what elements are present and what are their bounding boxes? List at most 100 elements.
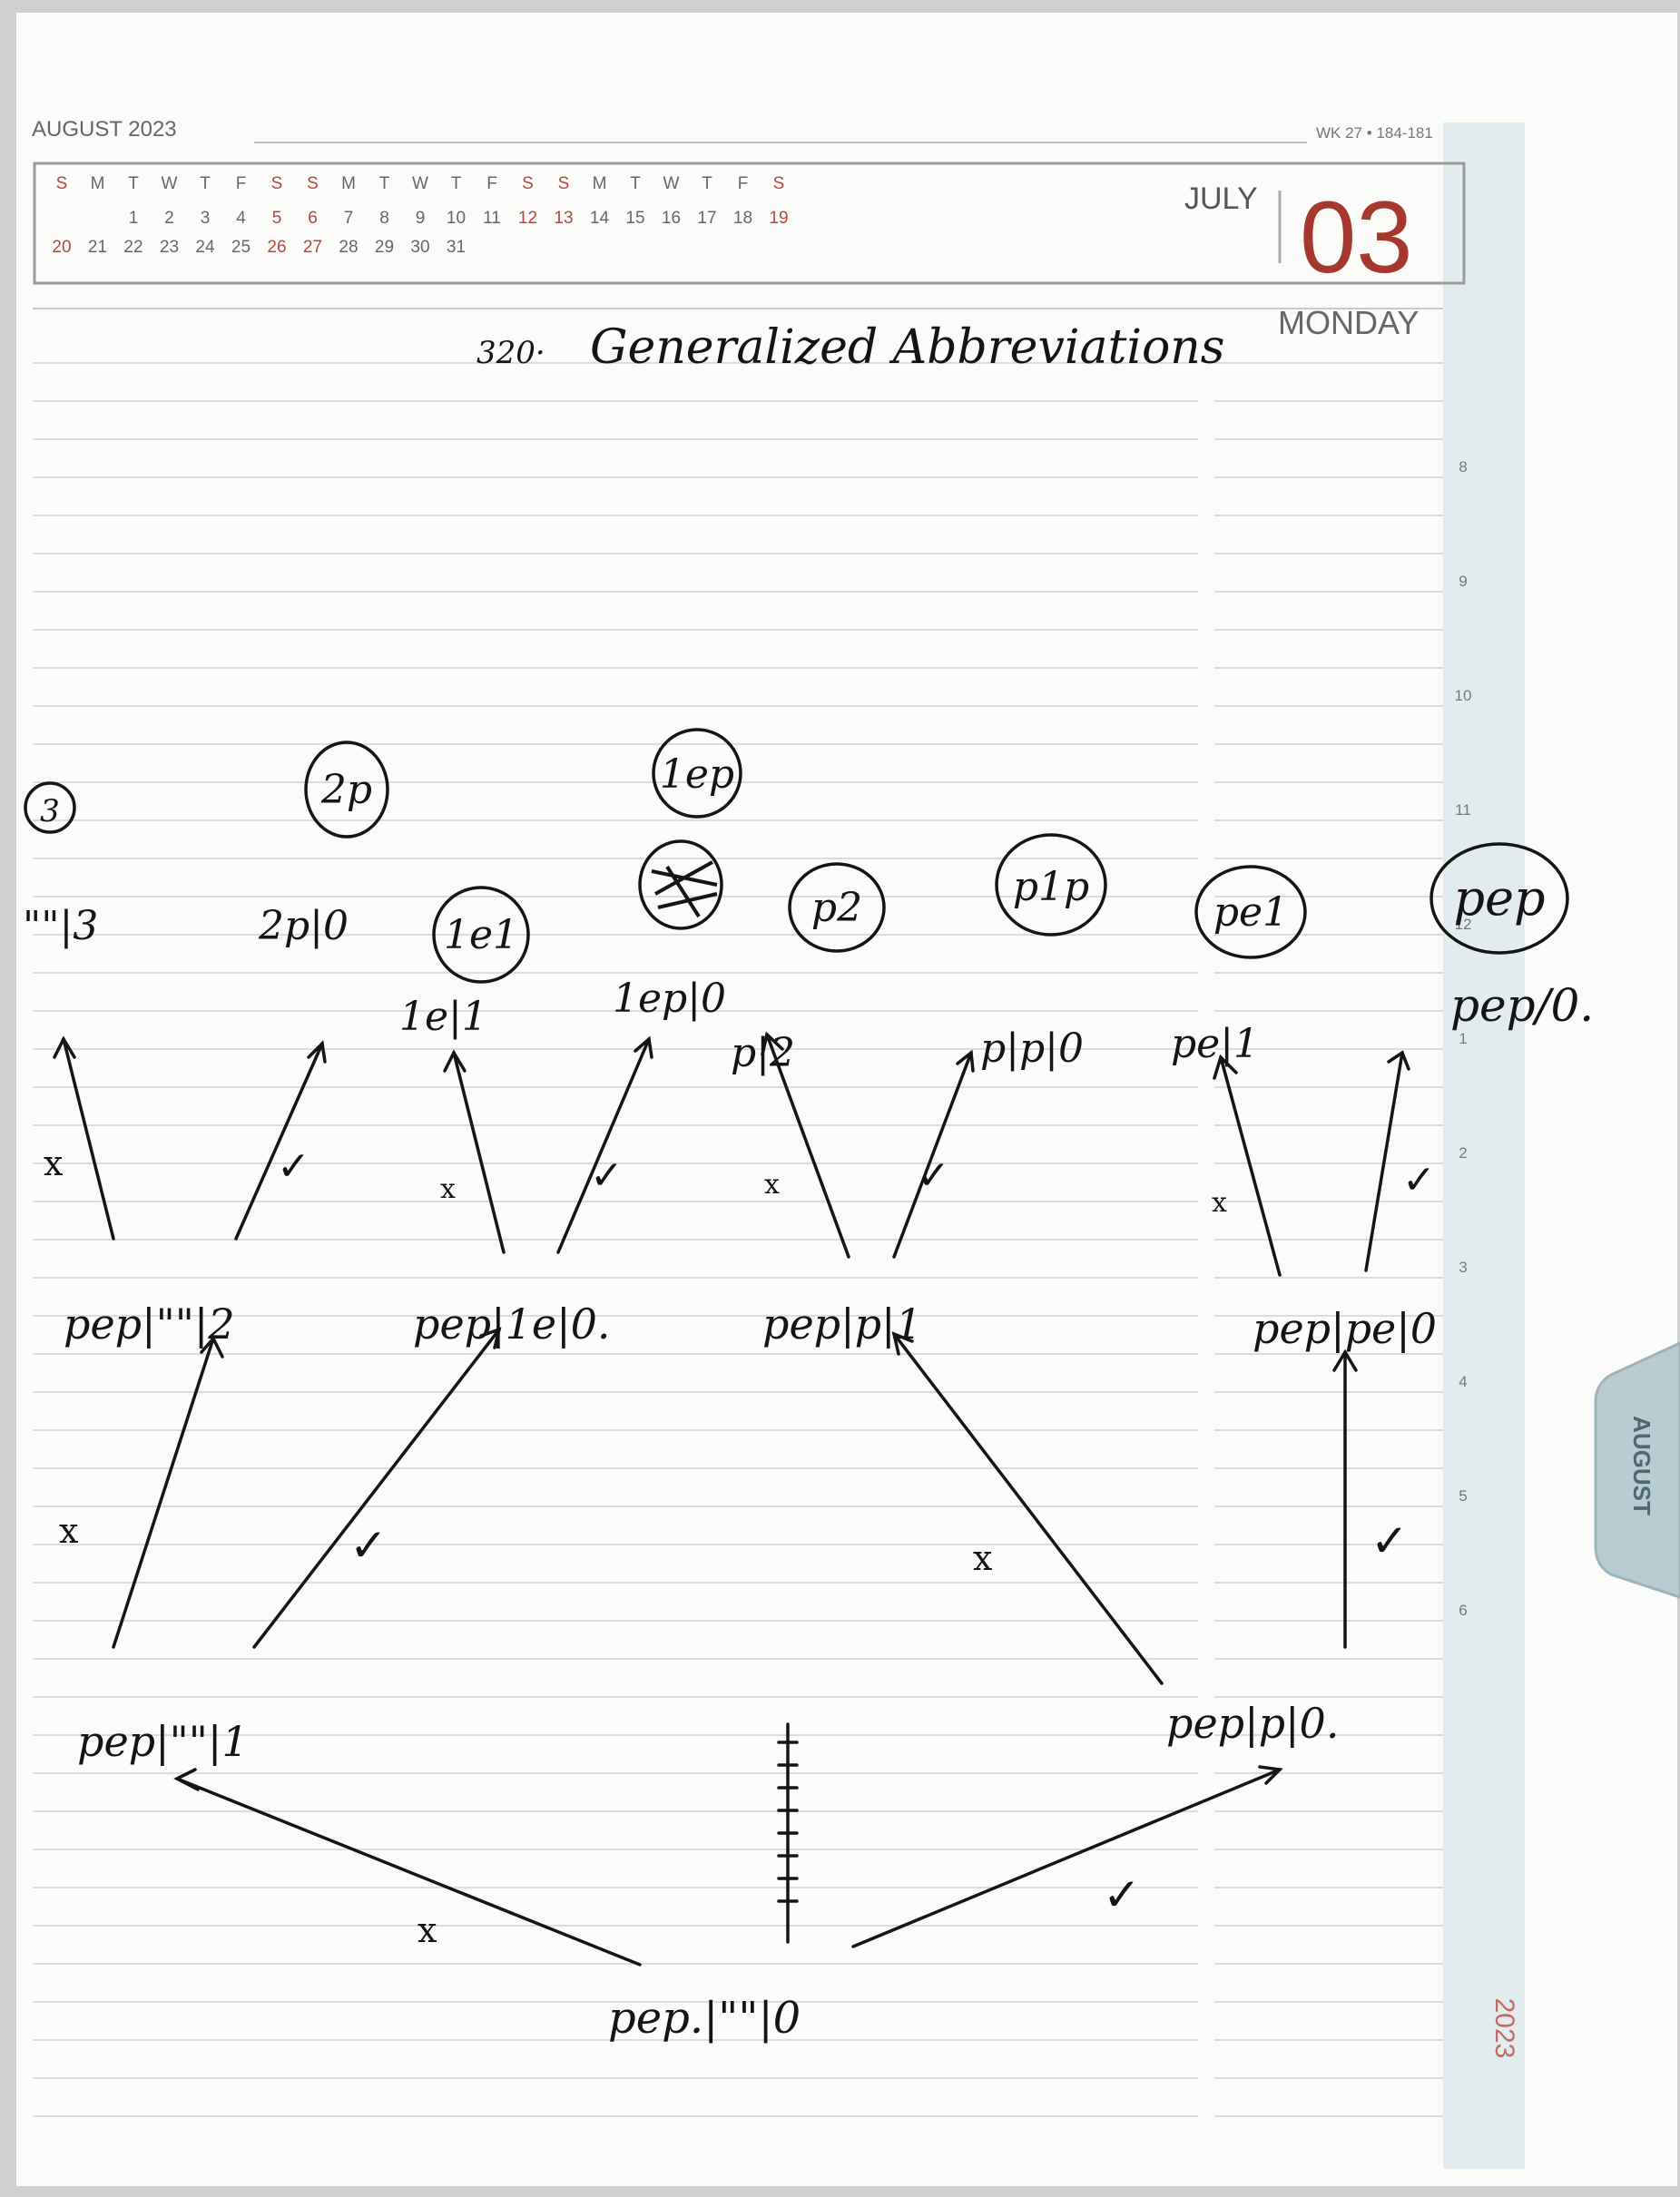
calendar-day[interactable]: 7	[344, 209, 354, 228]
node-l3-a: ""|3	[23, 903, 98, 949]
node-l3-h: pep/0.	[1450, 979, 1594, 1032]
weekday-label: MONDAY	[1278, 304, 1419, 341]
calendar-weekday: F	[738, 174, 749, 193]
calendar-day[interactable]: 14	[590, 209, 610, 228]
result-circle-2p	[304, 741, 389, 839]
calendar-day[interactable]: 13	[554, 209, 573, 228]
calendar-weekday: W	[663, 174, 680, 193]
calendar-day[interactable]: 28	[339, 238, 358, 257]
mark-cross: x	[764, 1169, 780, 1201]
calendar-day[interactable]: 27	[303, 238, 322, 257]
arrow-root-right	[851, 1768, 1282, 1948]
arrowhead	[761, 1031, 784, 1056]
ruled-lines	[33, 362, 1443, 2117]
arrowhead	[1387, 1050, 1410, 1071]
calendar-day[interactable]: 22	[123, 238, 142, 257]
result-circle-p2	[788, 862, 886, 953]
arrowhead	[956, 1049, 975, 1073]
arrowhead	[173, 1768, 200, 1791]
calendar-weekday: M	[341, 174, 356, 193]
mark-check: ✓	[1371, 1515, 1409, 1567]
calendar-day[interactable]: 19	[769, 209, 788, 228]
hatch	[777, 1741, 799, 1903]
calendar-weekday: S	[522, 174, 534, 193]
node-l3-c: 1e|1	[399, 994, 487, 1040]
calendar-day[interactable]: 2	[164, 209, 174, 228]
calendar-day[interactable]: 26	[267, 238, 286, 257]
arrow-d-x	[1219, 1055, 1282, 1277]
mark-check: ✓	[349, 1519, 388, 1572]
calendar-day[interactable]: 29	[375, 238, 394, 257]
calendar-day[interactable]: 5	[272, 209, 282, 228]
hour-label: 12	[1455, 916, 1472, 933]
arrow-l1l-a	[112, 1337, 215, 1649]
arrow-c-v	[892, 1051, 973, 1259]
arrowhead	[307, 1040, 327, 1064]
calendar-day[interactable]: 8	[379, 209, 389, 228]
result-p2: p2	[811, 885, 862, 931]
arrow-a-x	[62, 1037, 115, 1241]
hour-label: 2	[1459, 1144, 1467, 1162]
node-l1-right: pep|p|0.	[1166, 1699, 1339, 1748]
calendar-day[interactable]: 24	[195, 238, 215, 257]
arrowhead	[200, 1335, 224, 1358]
calendar-weekday: S	[56, 174, 68, 193]
calendar-weekday: T	[128, 174, 139, 193]
mark-cross: x	[973, 1538, 992, 1578]
mark-cross: x	[44, 1143, 63, 1183]
calendar-day[interactable]: 9	[416, 209, 426, 228]
mark-cross: x	[440, 1173, 456, 1205]
calendar-day[interactable]: 1	[129, 209, 139, 228]
hour-label: 3	[1459, 1259, 1467, 1276]
calendar-day[interactable]: 4	[236, 209, 246, 228]
hour-label: 9	[1459, 573, 1467, 590]
hour-label: 4	[1459, 1373, 1467, 1390]
calendar-day[interactable]: 10	[447, 209, 466, 228]
calendar-day[interactable]: 12	[518, 209, 537, 228]
calendar-day[interactable]: 11	[483, 209, 501, 228]
mark-cross: x	[418, 1910, 437, 1950]
calendar-day[interactable]: 21	[88, 238, 107, 257]
mark-check: ✓	[1402, 1157, 1436, 1203]
calendar-day[interactable]: 17	[697, 209, 716, 228]
calendar-day[interactable]: 23	[160, 238, 179, 257]
calendar-weekday: F	[486, 174, 497, 193]
calendar-day[interactable]: 3	[201, 209, 211, 228]
node-root: pep.|""|0	[608, 1993, 801, 2044]
blue-margin-strip	[1443, 123, 1525, 2169]
calendar-weekday: F	[236, 174, 247, 193]
calendar-weekday: T	[702, 174, 712, 193]
mini-calendar-box	[33, 162, 1466, 285]
hour-label: 11	[1455, 801, 1471, 819]
week-info: WK 27 • 184-181	[1316, 124, 1433, 142]
month-label: JULY	[1184, 181, 1258, 216]
calendar-day[interactable]: 25	[231, 238, 251, 257]
calendar-weekday: W	[412, 174, 428, 193]
calendar-day[interactable]: 20	[52, 238, 71, 257]
calendar-day[interactable]: 30	[410, 238, 429, 257]
calendar-day[interactable]: 15	[625, 209, 644, 228]
calendar-weekday: M	[593, 174, 607, 193]
mark-cross: x	[1212, 1187, 1227, 1219]
header-month: AUGUST 2023	[32, 117, 177, 142]
hour-label: 10	[1455, 687, 1472, 704]
arrow-a-v	[234, 1042, 324, 1241]
august-index-tab[interactable]	[1594, 1341, 1680, 1599]
hour-label: 1	[1459, 1030, 1467, 1047]
calendar-day[interactable]: 18	[733, 209, 752, 228]
calendar-day[interactable]: 31	[447, 238, 466, 257]
result-3: 3	[40, 793, 60, 829]
calendar-day[interactable]: 6	[308, 209, 318, 228]
calendar-weekday: S	[307, 174, 319, 193]
arrow-l1r-c	[892, 1332, 1164, 1685]
side-tab-label[interactable]: AUGUST	[1628, 1416, 1655, 1515]
hour-label: 6	[1459, 1602, 1467, 1619]
result-circle-p1p	[995, 833, 1107, 937]
calendar-day[interactable]: 16	[662, 209, 681, 228]
calendar-weekday: S	[773, 174, 785, 193]
mark-check: ✓	[1103, 1868, 1141, 1921]
result-circle-pe1	[1194, 865, 1307, 959]
arrow-b-v	[556, 1037, 651, 1254]
